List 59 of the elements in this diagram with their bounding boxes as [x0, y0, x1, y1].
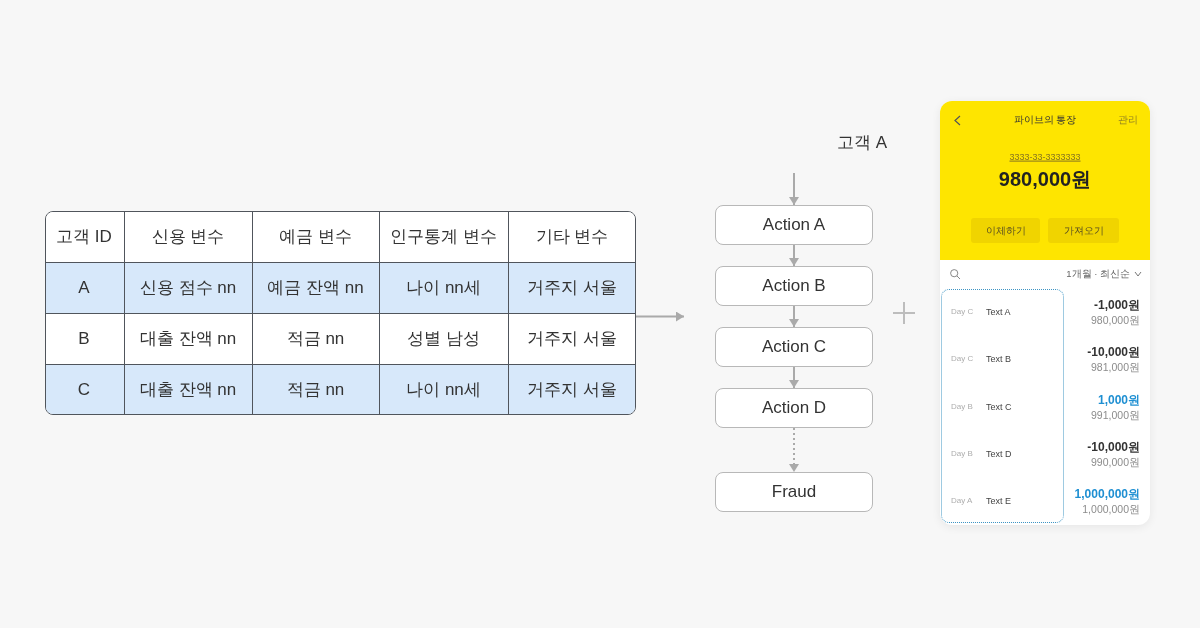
arrow — [789, 366, 799, 389]
process-box: Action D — [715, 388, 873, 428]
header-link: 관리 — [1118, 114, 1138, 126]
balance-label: 1,000,000원 — [1082, 502, 1140, 516]
arrow — [635, 311, 685, 322]
table-cell: B — [46, 313, 125, 365]
header-cell: 신용 변수 — [124, 212, 253, 263]
header-cell: 기타 변수 — [508, 212, 635, 263]
arrow — [789, 305, 799, 328]
amount: -1,000원 — [1093, 297, 1140, 313]
balance-label: 980,000원 — [1091, 313, 1140, 327]
table-cell: C — [46, 364, 125, 414]
table-cell: 대출 잔액 nn — [124, 313, 253, 365]
item-title: Text B — [986, 353, 1011, 365]
arrow — [789, 244, 799, 267]
table-cell: 거주지 서울 — [508, 364, 635, 414]
amount: 1,000원 — [1097, 392, 1140, 408]
item-title: Text C — [986, 401, 1012, 413]
table-cell: 나이 nn세 — [379, 262, 509, 314]
process-box: Fraud — [715, 472, 873, 512]
amount: 1,000,000원 — [1074, 486, 1140, 502]
arrow — [789, 172, 799, 206]
balance-label: 981,000원 — [1091, 360, 1140, 374]
date-label: Day B — [951, 402, 973, 412]
data-table — [45, 211, 636, 415]
table-cell: 성별 남성 — [379, 313, 509, 365]
table-cell: 예금 잔액 nn — [252, 262, 380, 314]
button: 이체하기 — [971, 218, 1040, 243]
header-cell: 고객 ID — [46, 212, 125, 263]
item-title: Text D — [986, 448, 1012, 460]
screen-title: 파이브의 통장 — [1013, 114, 1077, 126]
balance-label: 991,000원 — [1091, 408, 1140, 422]
amount: -10,000원 — [1087, 439, 1140, 455]
balance-label: 990,000원 — [1091, 455, 1140, 469]
process-box: Action A — [715, 205, 873, 245]
table-cell: 적금 nn — [252, 313, 380, 365]
table-cell: A — [46, 262, 125, 314]
process-box: Action B — [715, 266, 873, 306]
date-label: Day C — [951, 307, 974, 317]
process-box: Action C — [715, 327, 873, 367]
balance-amount: 980,000원 — [998, 167, 1092, 191]
table-cell: 대출 잔액 nn — [124, 364, 253, 414]
table-cell: 나이 nn세 — [379, 364, 509, 414]
dotted-arrow — [789, 427, 799, 473]
table-cell: 거주지 서울 — [508, 262, 635, 314]
table-cell: 신용 점수 nn — [124, 262, 253, 314]
date-label: Day A — [951, 496, 973, 506]
item-title: Text E — [986, 495, 1011, 507]
date-label: Day B — [951, 449, 973, 459]
caption-text: 고객 A — [837, 132, 888, 154]
header-cell: 예금 변수 — [252, 212, 380, 263]
header-cell: 인구통계 변수 — [379, 212, 509, 263]
table-cell: 적금 nn — [252, 364, 380, 414]
item-title: Text A — [986, 306, 1011, 318]
filter-label: 1개월 · 최신순 — [1066, 268, 1130, 280]
button: 가져오기 — [1048, 218, 1119, 243]
account-number: 3333-33-3333333 — [1009, 151, 1081, 163]
date-label: Day C — [951, 354, 974, 364]
amount: -10,000원 — [1087, 344, 1140, 360]
